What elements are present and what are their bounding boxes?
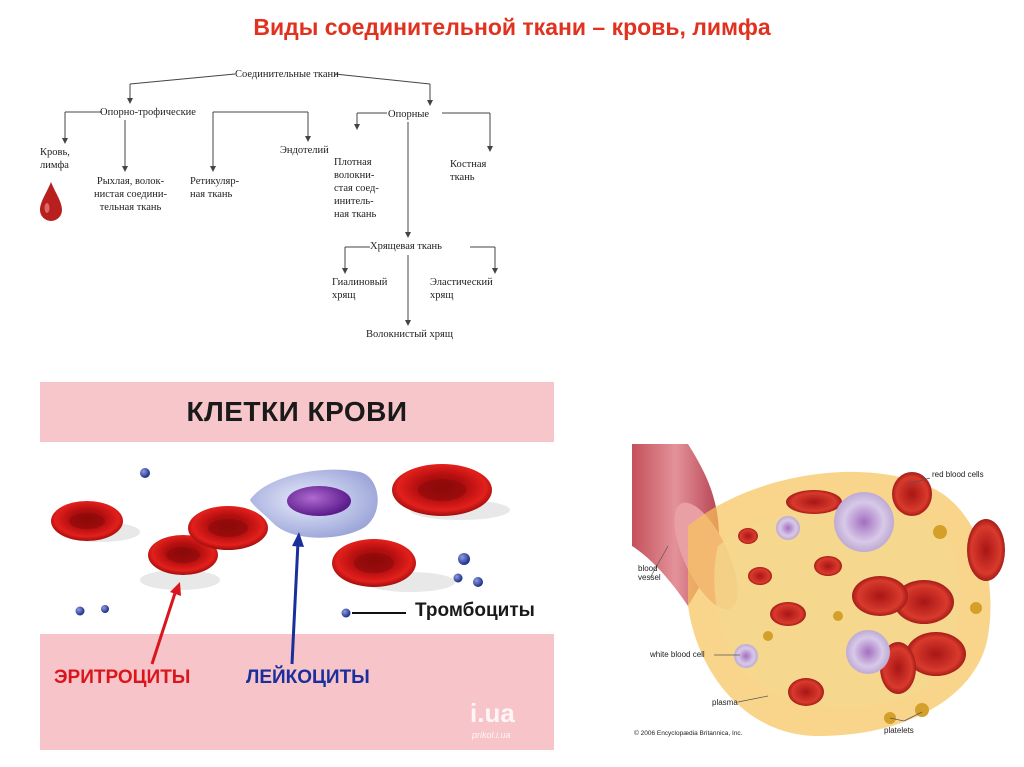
tree-node-cartilage: Хрящевая ткань [370, 240, 442, 253]
tree-node-endothelium: Эндотелий [280, 144, 329, 157]
tree-node-bone: Костная ткань [450, 158, 486, 184]
label-plasma: plasma [712, 698, 738, 707]
blood-cells-illustration [40, 382, 554, 750]
tree-node-loose: Рыхлая, волок- нистая соедини- тельная т… [94, 175, 167, 214]
label-leukocytes: ЛЕЙКОЦИТЫ [246, 667, 370, 689]
tree-node-blood: Кровь, лимфа [40, 146, 70, 172]
label-platelets-en: platelets [884, 726, 914, 735]
tree-root: Соединительные ткани [235, 68, 339, 81]
watermark-sub: prikol.i.ua [472, 730, 511, 740]
blood-drop-icon [40, 182, 62, 221]
vessel-drawing [628, 436, 1008, 748]
blood-vessel-illustration: red blood cells blood vessel white blood… [628, 436, 1008, 748]
copyright-note: © 2006 Encyclopædia Britannica, Inc. [634, 730, 743, 737]
label-white-blood-cell: white blood cell [650, 650, 705, 659]
tree-node-hyaline: Гиалиновый хрящ [332, 276, 387, 302]
slide-title: Виды соединительной ткани – кровь, лимфа [0, 14, 1024, 41]
blood-cells-panel: КЛЕТКИ КРОВИ Тромбоциты ЭРИТРОЦИТЫ ЛЕЙКО… [40, 382, 554, 750]
label-erythrocytes: ЭРИТРОЦИТЫ [54, 667, 190, 689]
cells-title: КЛЕТКИ КРОВИ [40, 396, 554, 428]
tree-node-dense: Плотная волокни- стая соед- инитель- ная… [334, 156, 379, 221]
tree-node-elastic: Эластический хрящ [430, 276, 493, 302]
label-platelets: Тромбоциты [415, 600, 535, 622]
label-blood-vessel: blood vessel [638, 564, 661, 582]
tissue-classification-diagram: Соединительные ткани Опорно-трофические … [30, 60, 550, 360]
tree-branch-left: Опорно-трофические [100, 106, 196, 119]
label-red-blood-cells: red blood cells [932, 470, 984, 479]
watermark-logo: i.ua [470, 698, 515, 729]
tree-branch-right: Опорные [388, 108, 429, 121]
tree-node-reticular: Ретикуляр- ная ткань [190, 175, 239, 201]
tree-node-fibrous: Волокнистый хрящ [366, 328, 453, 341]
